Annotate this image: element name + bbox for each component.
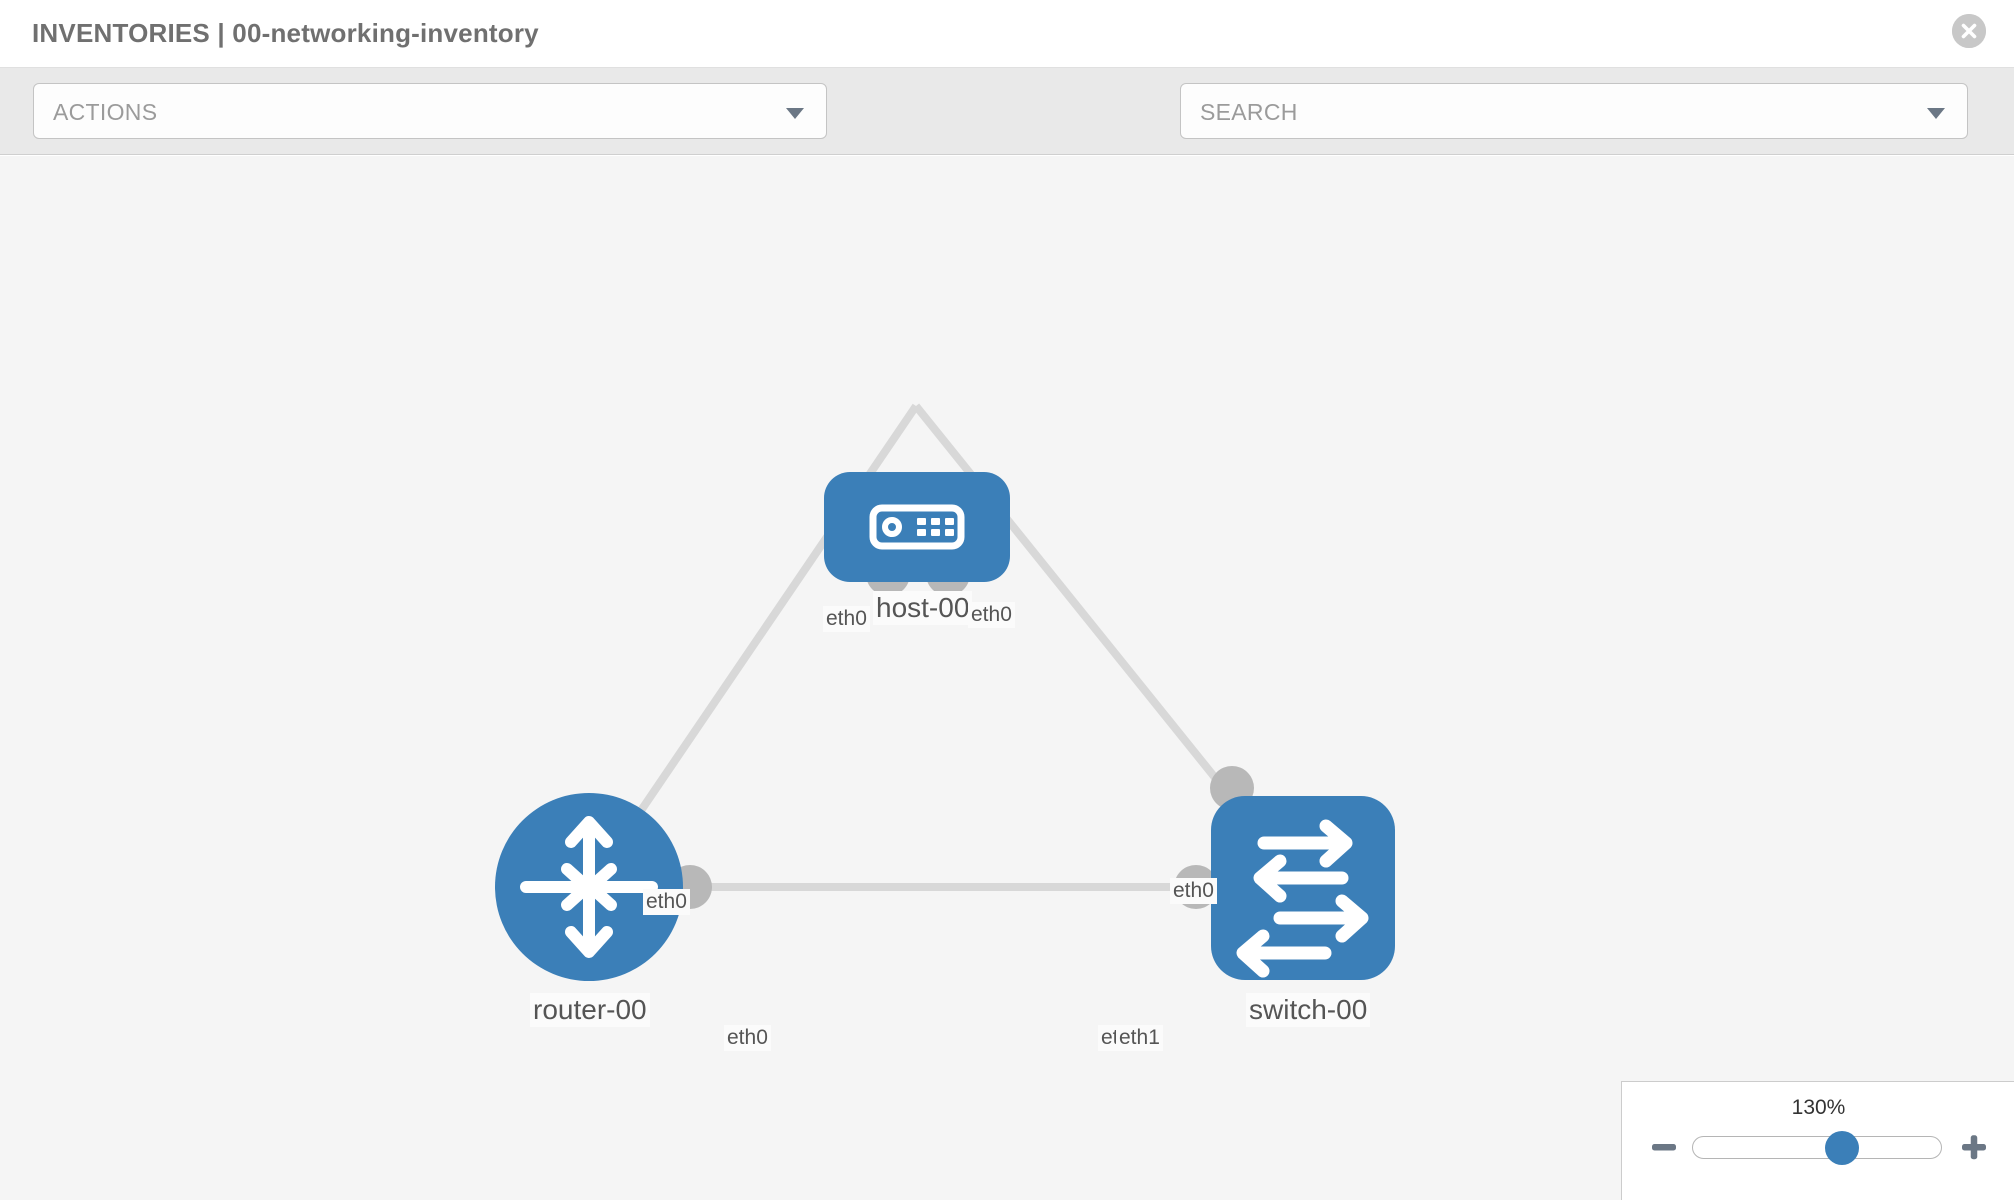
- toolbar: ACTIONS SEARCH: [0, 68, 2014, 199]
- search-input[interactable]: SEARCH: [1180, 83, 1968, 139]
- chevron-down-icon[interactable]: [1927, 108, 1945, 119]
- topology-svg: [495, 403, 1395, 981]
- edge-label-switch-eth0-uplink: eth0: [1170, 878, 1217, 904]
- edge-label-router-eth0-uplink: eth0: [643, 889, 690, 915]
- topology-canvas[interactable]: host-00 router-00 switch-00 eth0 eth0 et…: [0, 156, 2014, 1200]
- zoom-slider-row: [1622, 1130, 2014, 1176]
- zoom-slider-track[interactable]: [1692, 1131, 1942, 1165]
- edge-label-router-eth0: eth0: [724, 1025, 771, 1051]
- search-placeholder: SEARCH: [1200, 99, 1298, 125]
- node-router-00: [495, 793, 683, 981]
- actions-dropdown[interactable]: ACTIONS: [33, 83, 827, 139]
- zoom-slider-thumb[interactable]: [1825, 1131, 1859, 1165]
- actions-dropdown-label: ACTIONS: [53, 99, 158, 125]
- switch-arrows-icon: [1236, 819, 1369, 978]
- close-icon[interactable]: [1952, 14, 1986, 48]
- node-label-switch-00: switch-00: [1246, 993, 1371, 1027]
- node-label-host-00: host-00: [873, 591, 973, 625]
- zoom-control: 130%: [1621, 1081, 2014, 1200]
- node-switch-00: [1211, 796, 1395, 980]
- zoom-percent-label: 130%: [1791, 1096, 1846, 1119]
- page-title: INVENTORIES | 00-networking-inventory: [32, 18, 539, 48]
- edge-label-host-eth0-right: eth0: [968, 602, 1015, 628]
- edge-label-host-eth0-left: eth0: [823, 606, 870, 632]
- minus-icon[interactable]: [1647, 1130, 1681, 1164]
- chevron-down-icon: [786, 108, 804, 119]
- page-header: INVENTORIES | 00-networking-inventory: [0, 0, 2014, 68]
- edge-label-switch-eth1: eth1: [1116, 1025, 1163, 1051]
- node-label-router-00: router-00: [530, 993, 650, 1027]
- plus-icon[interactable]: [1957, 1130, 1991, 1164]
- router-arrows-icon: [520, 816, 658, 958]
- node-host-00: [824, 472, 1010, 582]
- server-icon: [869, 504, 965, 550]
